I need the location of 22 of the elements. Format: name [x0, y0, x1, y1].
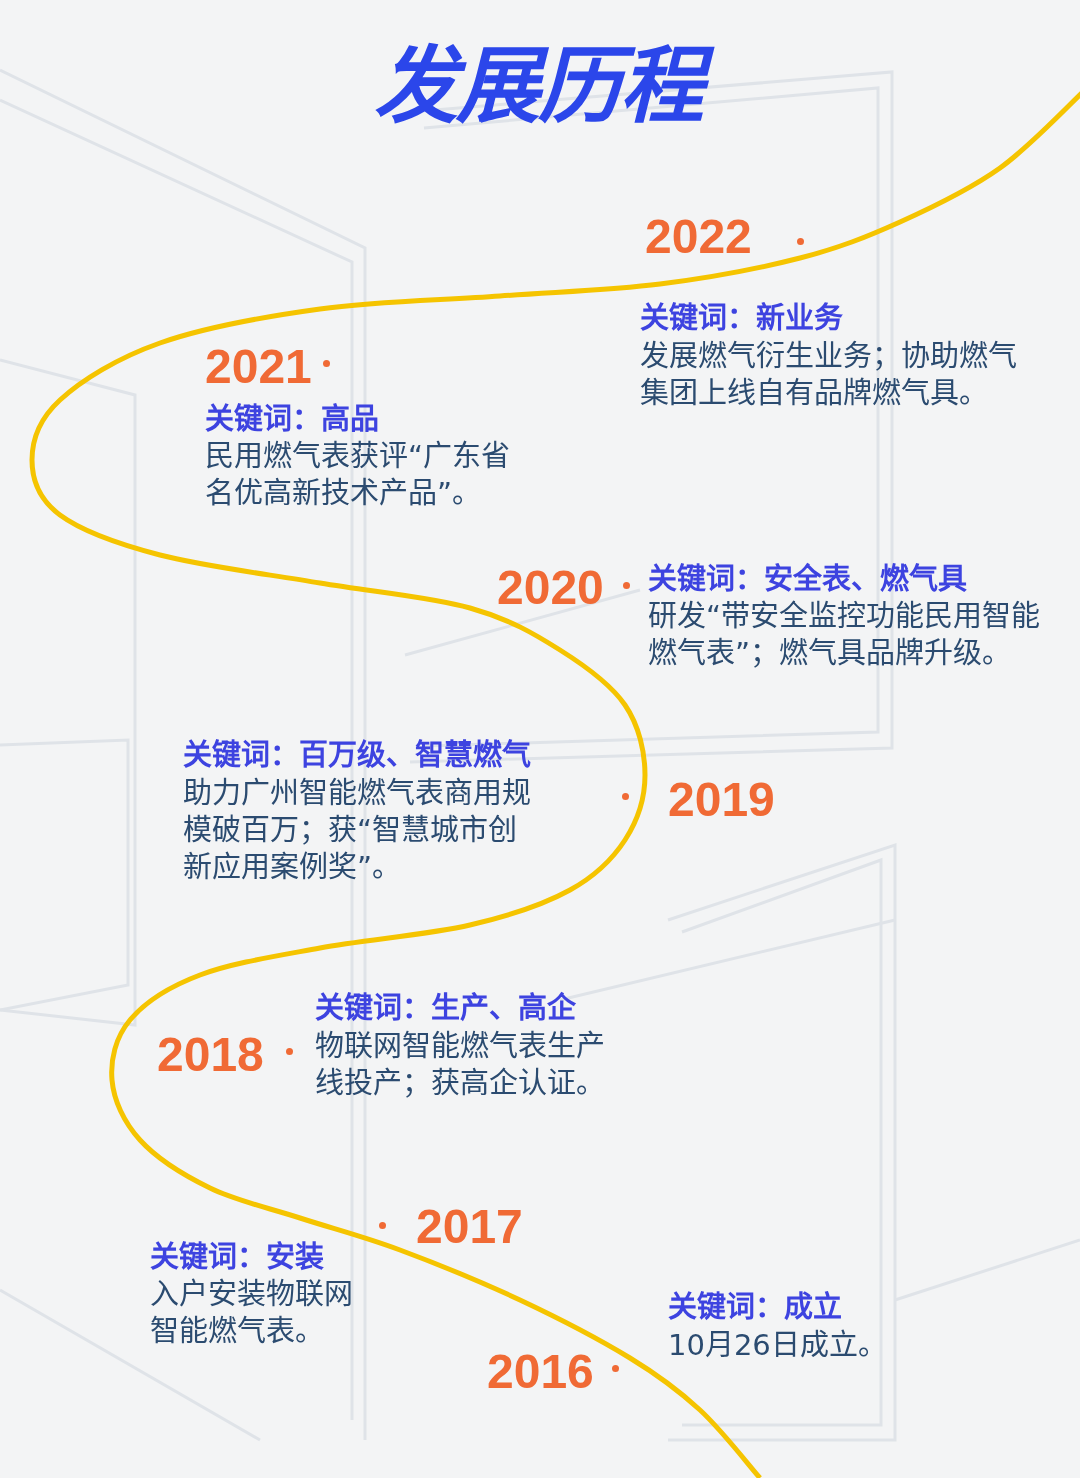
year-label: 2018	[157, 1031, 264, 1079]
keyword-heading: 关键词：安全表、燃气具	[648, 562, 967, 597]
description-text: 10月26日成立。	[668, 1327, 888, 1364]
description-text: 入户安装物联网智能燃气表。	[150, 1276, 354, 1350]
keyword-heading: 关键词：新业务	[640, 301, 843, 336]
title: 发展历程	[356, 36, 724, 137]
keyword-heading: 关键词：成立	[668, 1290, 842, 1325]
description-text: 研发“带安全监控功能民用智能燃气表”；燃气具品牌升级。	[648, 598, 1042, 672]
keyword-heading: 关键词：高品	[205, 402, 379, 437]
year-label: 2021	[205, 343, 312, 391]
description-text: 助力广州智能燃气表商用规模破百万；获“智慧城市创新应用案例奖”。	[183, 775, 532, 886]
keyword-heading: 关键词：生产、高企	[315, 991, 576, 1026]
year-label: 2017	[416, 1203, 523, 1251]
year-label: 2020	[497, 564, 604, 612]
description-text: 发展燃气衍生业务；协助燃气集团上线自有品牌燃气具。	[640, 338, 1018, 412]
year-label: 2016	[487, 1348, 594, 1396]
year-label: 2019	[668, 776, 775, 824]
keyword-heading: 关键词：百万级、智慧燃气	[183, 738, 531, 773]
keyword-heading: 关键词：安装	[150, 1240, 324, 1275]
description-text: 物联网智能燃气表生产线投产；获高企认证。	[315, 1028, 606, 1102]
year-label: 2022	[645, 213, 752, 261]
description-text: 民用燃气表获评“广东省名优高新技术产品”。	[205, 438, 512, 512]
